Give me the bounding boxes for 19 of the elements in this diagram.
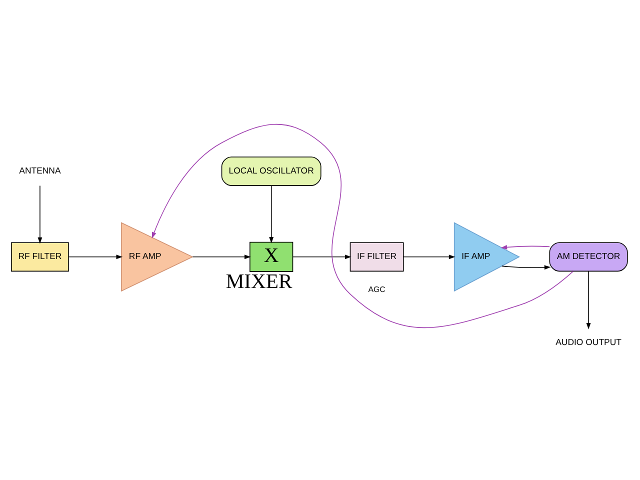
node-text: AUDIO OUTPUT bbox=[556, 336, 622, 346]
node-box: AM DETECTOR bbox=[549, 242, 628, 272]
arrow bbox=[192, 254, 251, 259]
arrow bbox=[269, 184, 274, 243]
arrow bbox=[292, 254, 352, 259]
arrow bbox=[586, 270, 591, 329]
arrow bbox=[502, 264, 551, 270]
arrow bbox=[38, 184, 42, 244]
node-box: RF FILTER bbox=[11, 242, 69, 272]
edge-label: AGC bbox=[368, 284, 386, 294]
node-label: MIXER bbox=[226, 270, 292, 293]
arrow bbox=[152, 124, 574, 328]
node-box: LOCAL OSCILLATOR bbox=[221, 156, 322, 186]
arrow bbox=[403, 254, 456, 259]
arrow bbox=[500, 244, 550, 249]
node-text: ANTENNA bbox=[19, 164, 61, 175]
node-box: IF FILTER bbox=[350, 242, 404, 272]
node-box: X bbox=[250, 241, 294, 272]
arrow bbox=[68, 254, 123, 259]
